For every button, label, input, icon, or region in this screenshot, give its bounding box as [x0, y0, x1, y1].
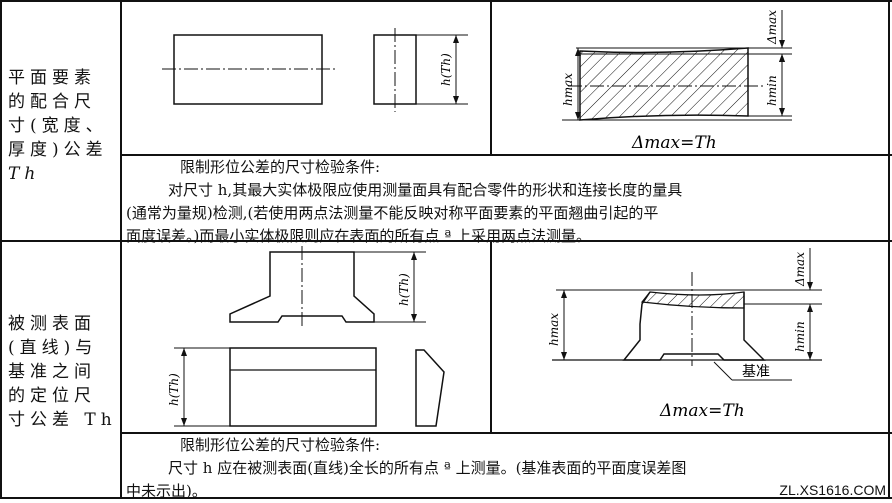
- row1-left-figure: h(Th): [162, 28, 468, 112]
- condition-title: 限制形位公差的尺寸检验条件:: [180, 436, 381, 454]
- deltamax-label: Δmax: [793, 252, 807, 287]
- condition-line: (通常为量规)检测,(若使用两点法测量不能反映对称平面要素的平面翘曲引起的平: [126, 204, 659, 222]
- arrow-head: [779, 108, 785, 116]
- row-divider: [0, 240, 892, 242]
- row2-left-figure: h(Th) h(Th): [167, 246, 445, 427]
- row1-right-figure: hmax hmin Δmax Δmax=Th: [561, 10, 792, 153]
- arrow-head: [181, 418, 187, 426]
- block-side-view: [415, 349, 445, 427]
- hmin-label: hmin: [765, 75, 779, 106]
- arrow-head: [561, 352, 567, 360]
- table-border-top: [0, 0, 892, 2]
- hatched-deviation-zone: [640, 291, 745, 309]
- figure-condition-divider-2: [120, 432, 892, 434]
- row2-right-figure: hmax hmin Δmax 基准 Δmax=Th: [547, 248, 822, 421]
- hmax-label: hmax: [561, 73, 575, 106]
- condition-line: 尺寸 h 应在被测表面(直线)全长的所有点 ª 上测量。(基准表面的平面度误差图: [168, 459, 687, 477]
- watermark: ZL.XS1616.COM: [779, 482, 886, 498]
- figure-condition-divider-1: [120, 154, 892, 156]
- hatched-section: [579, 47, 749, 121]
- formula: Δmax=Th: [659, 401, 745, 421]
- row2-label-line: (直线)与: [8, 338, 98, 358]
- table-border-right: [888, 0, 890, 499]
- arrow-head: [575, 112, 581, 120]
- row2-label: 被测表面 (直线)与 基准之间 的定位尺 寸公差 Th: [8, 312, 117, 432]
- datum-leader: [713, 361, 733, 381]
- arrow-head: [807, 282, 813, 290]
- arrow-head: [411, 252, 417, 260]
- row2-label-line: 被测表面: [8, 314, 96, 334]
- arrow-head: [453, 35, 459, 43]
- row2-condition: 限制形位公差的尺寸检验条件: 尺寸 h 应在被测表面(直线)全长的所有点 ª 上…: [126, 434, 686, 503]
- arrow-head: [561, 290, 567, 298]
- arrow-head: [575, 48, 581, 56]
- row1-label-line: 寸(宽度、: [8, 116, 108, 136]
- dimension-label-h: h(Th): [397, 273, 411, 306]
- condition-title: 限制形位公差的尺寸检验条件:: [180, 158, 381, 176]
- table-border-bottom: [0, 497, 892, 499]
- arrow-head: [807, 304, 813, 312]
- condition-line: 中未示出)。: [126, 482, 207, 500]
- part-outline: [622, 291, 766, 361]
- deltamax-label: Δmax: [765, 10, 779, 45]
- arrow-head: [453, 96, 459, 104]
- formula: Δmax=Th: [631, 133, 717, 153]
- row1-label-line: Th: [8, 164, 41, 184]
- row1-label-line: 平面要素: [8, 68, 96, 88]
- row1-label: 平面要素 的配合尺 寸(宽度、 厚度)公差 Th: [8, 66, 108, 186]
- label-column-divider: [120, 0, 122, 499]
- figure-column-divider-1: [490, 0, 492, 155]
- flanged-part-outline: [229, 251, 375, 323]
- row1-label-line: 厚度)公差: [8, 140, 108, 160]
- arrow-head: [181, 348, 187, 356]
- arrow-head: [779, 40, 785, 48]
- arrow-head: [411, 314, 417, 322]
- row1-condition: 限制形位公差的尺寸检验条件: 对尺寸 h,其最大实体极限应使用测量面具有配合零件…: [126, 156, 682, 248]
- condition-line: 对尺寸 h,其最大实体极限应使用测量面具有配合零件的形状和连接长度的量具: [168, 181, 683, 199]
- condition-line: 面度误差。)而最小实体极限则应在表面的所有点 ª 上采用两点法测量。: [126, 227, 592, 245]
- dimension-label-h: h(Th): [439, 53, 453, 86]
- hmin-label: hmin: [793, 321, 807, 352]
- datum-label: 基准: [742, 363, 770, 380]
- arrow-head: [807, 352, 813, 360]
- hmax-label: hmax: [547, 313, 561, 346]
- dimension-label-h: h(Th): [167, 373, 181, 406]
- row2-label-line: 寸公差 Th: [8, 410, 117, 430]
- figure-column-divider-2: [490, 241, 492, 433]
- table-border-left: [0, 0, 2, 499]
- arrow-head: [779, 54, 785, 62]
- row1-label-line: 的配合尺: [8, 92, 96, 112]
- row2-label-line: 基准之间: [8, 362, 96, 382]
- block-front-view: [229, 347, 377, 427]
- row2-label-line: 的定位尺: [8, 386, 96, 406]
